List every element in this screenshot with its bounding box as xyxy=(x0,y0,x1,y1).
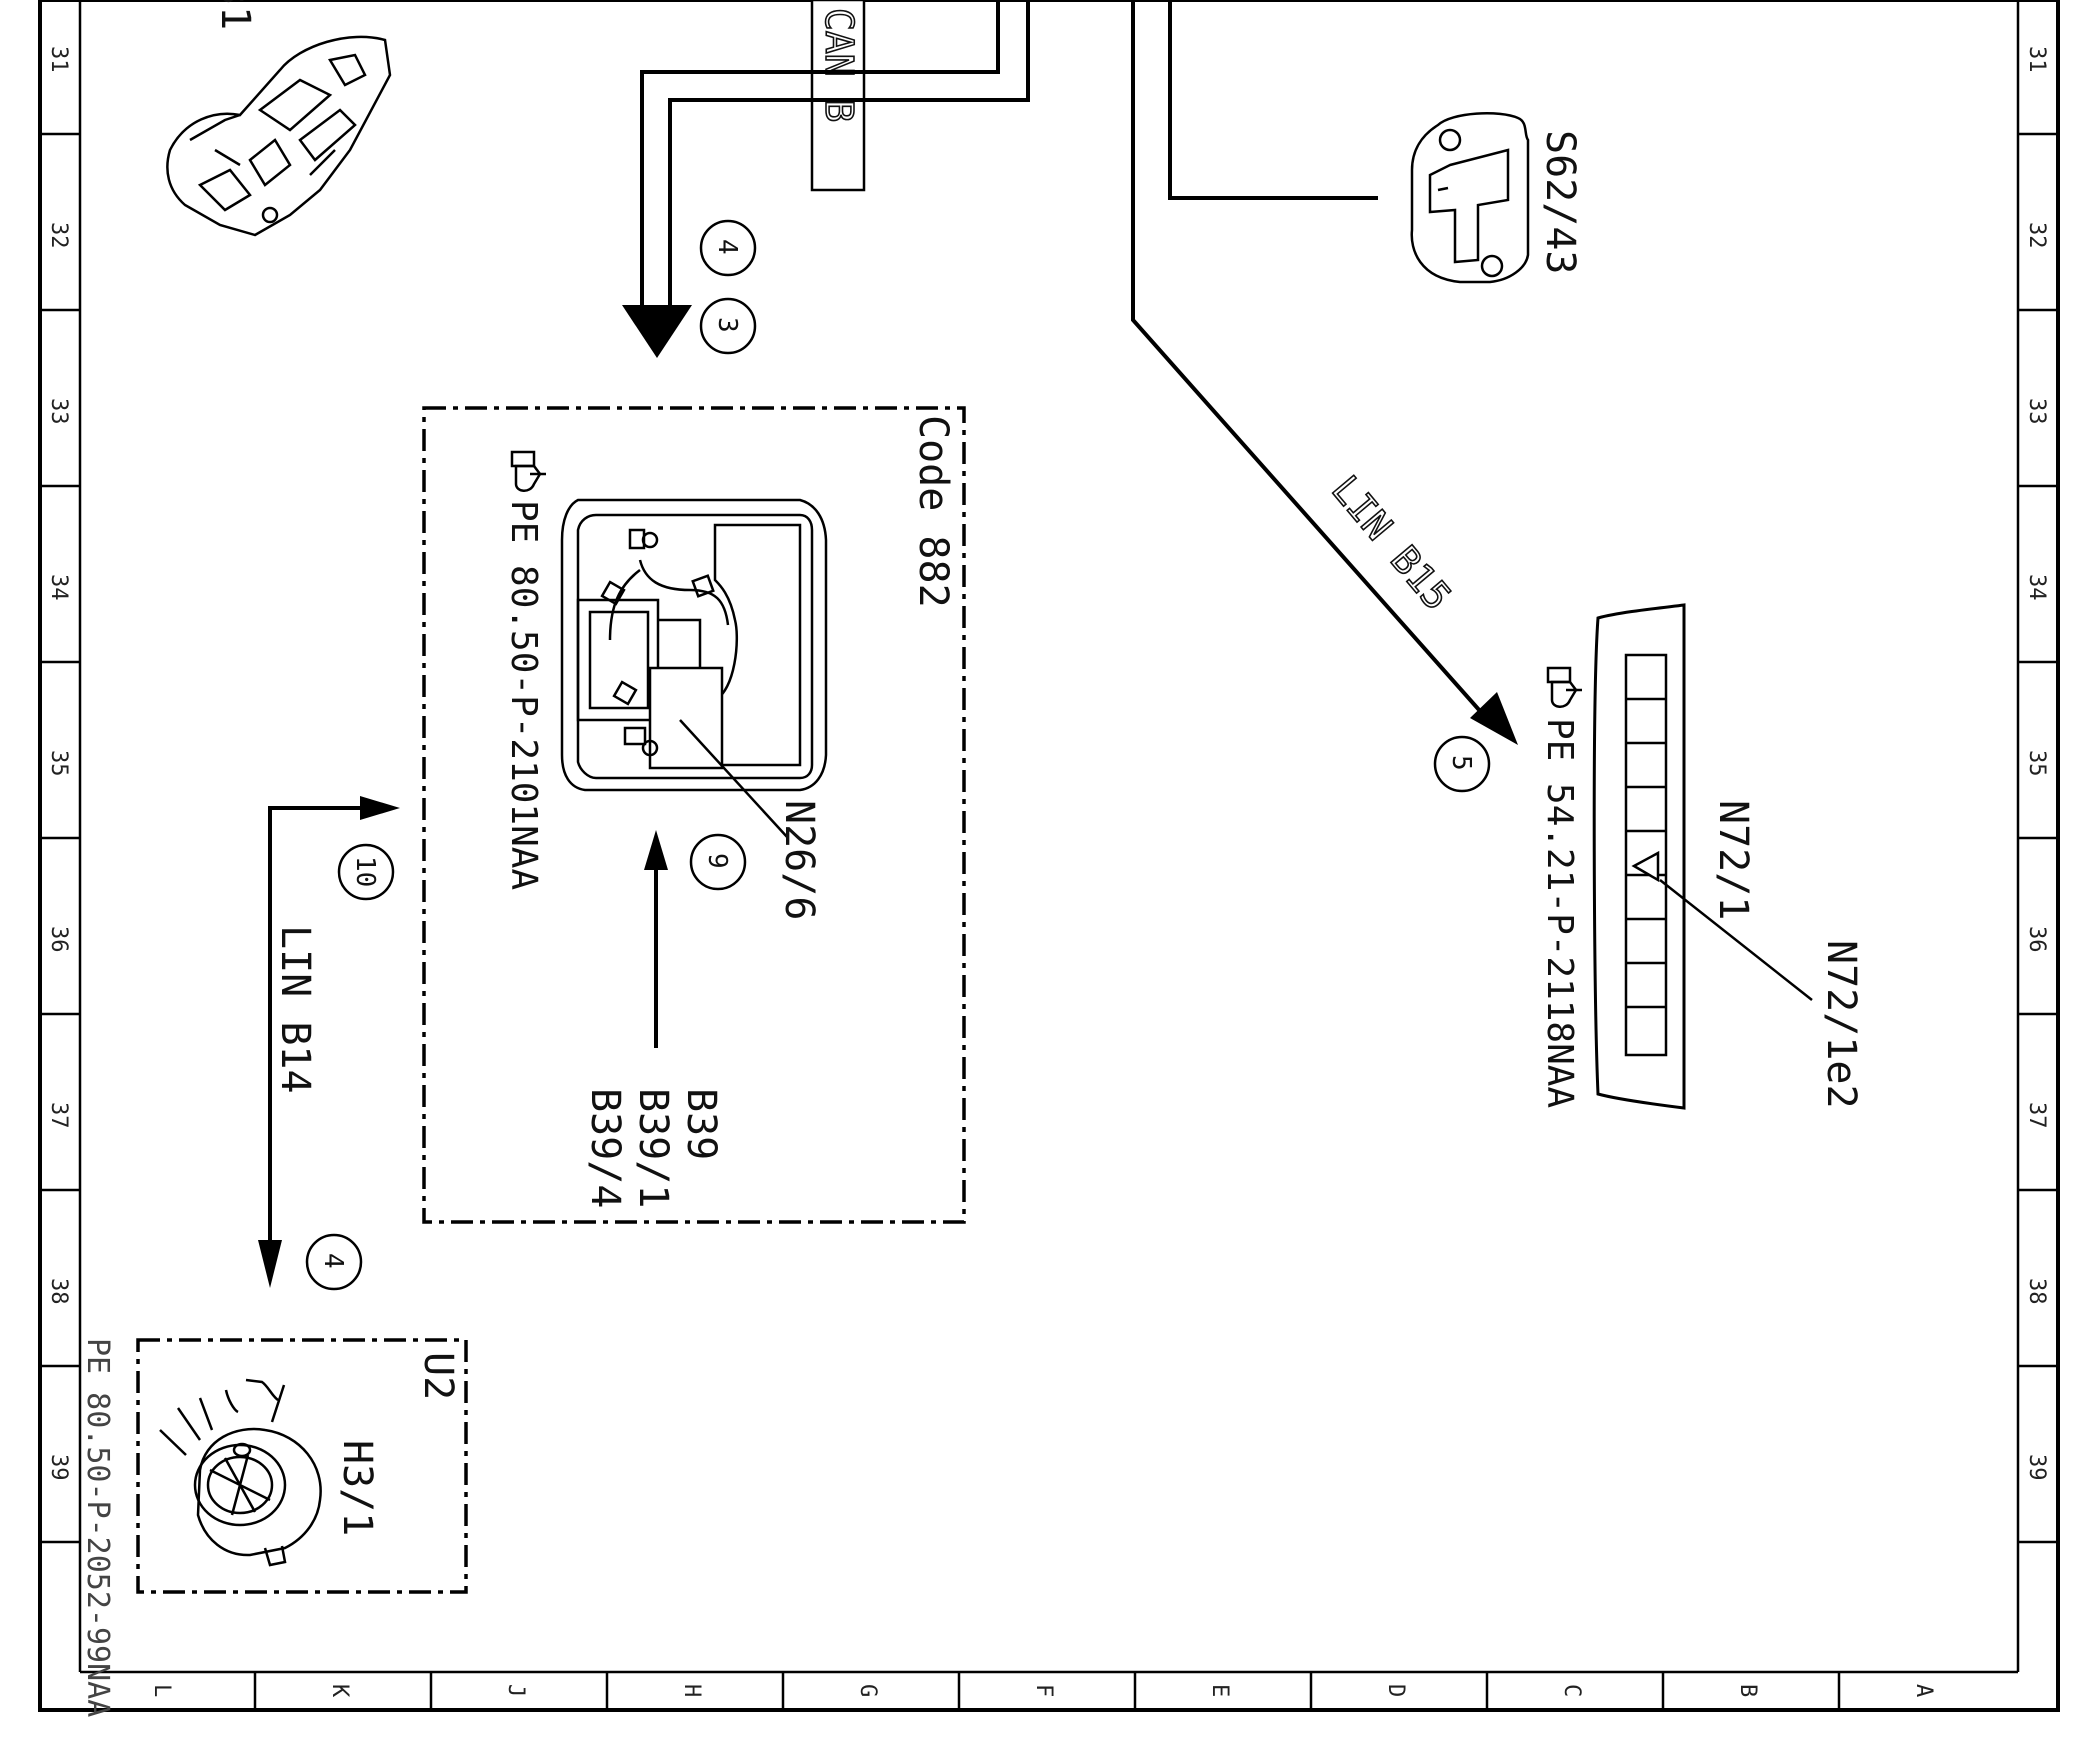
wire-to-s62-43 xyxy=(1168,0,1378,200)
component-label-b39-4: B39/4 xyxy=(582,1088,628,1208)
hazard-warning-icon xyxy=(1631,850,1660,883)
lin-b14-arrow-down xyxy=(258,1240,282,1288)
component-label-n26-6: N26/6 xyxy=(776,800,822,920)
row-labels-left: 31 32 33 34 35 36 37 38 39 xyxy=(46,46,71,1481)
connection-marker-5: 5 xyxy=(1433,735,1491,793)
column-label: F xyxy=(1031,1684,1056,1697)
column-label: J xyxy=(503,1684,528,1697)
connection-marker-10: 10 xyxy=(337,843,395,901)
lin-b14-arrow-right xyxy=(360,796,400,820)
n72-1-switch-panel xyxy=(1592,603,1686,1110)
can-wire-outer xyxy=(640,0,1000,310)
svg-text:9: 9 xyxy=(702,853,732,869)
overhead-control-panel-icon xyxy=(560,498,828,839)
svg-text:4: 4 xyxy=(712,239,742,255)
row-label: 35 xyxy=(46,750,71,777)
column-label: E xyxy=(1207,1684,1232,1697)
connection-marker-9: 9 xyxy=(689,833,747,891)
row-label: 33 xyxy=(46,398,71,425)
lin-b15-label: LIN B15 xyxy=(1323,468,1460,619)
component-label-s62-43: S62/43 xyxy=(1537,130,1583,275)
column-label: D xyxy=(1383,1684,1408,1697)
column-label: H xyxy=(679,1684,704,1697)
component-label-s1: s1 xyxy=(212,0,258,30)
can-b-text: CAN B xyxy=(817,8,861,122)
u2-boundary xyxy=(136,1338,468,1594)
connection-marker-4-bottom: 4 xyxy=(305,1233,363,1291)
row-label: 34 xyxy=(46,574,71,601)
column-label: L xyxy=(149,1684,174,1697)
column-label: K xyxy=(327,1684,352,1698)
column-labels: L K J H G F E D C B A xyxy=(149,1684,1936,1698)
column-label: A xyxy=(1911,1684,1936,1697)
lin-b15-arrow-head xyxy=(1470,692,1518,745)
leader-n72-1e2 xyxy=(1659,879,1813,1001)
row-label: 38 xyxy=(46,1278,71,1305)
lin-b14-wire xyxy=(268,806,365,1250)
code-882-label: Code 882 xyxy=(910,415,956,608)
can-b-label: CAN B xyxy=(810,0,866,192)
component-label-n72-1e2: N72/1e2 xyxy=(1818,940,1864,1109)
svg-text:3: 3 xyxy=(712,317,742,333)
svg-text:4: 4 xyxy=(318,1253,348,1269)
connection-marker-4-top: 4 xyxy=(699,219,757,277)
row-labels-right: 31 32 33 34 35 36 37 38 39 xyxy=(2024,46,2049,1481)
row-label: 39 xyxy=(46,1454,71,1481)
connection-marker-3: 3 xyxy=(699,297,757,355)
buzzer-icon xyxy=(159,1378,322,1567)
row-label: 32 xyxy=(46,222,71,249)
document-ref-switch: PE 54.21-P-2118NAA xyxy=(1539,718,1580,1108)
svg-text:5: 5 xyxy=(1446,755,1476,771)
row-label: 31 xyxy=(46,46,71,73)
can-wire-inner xyxy=(668,0,1030,310)
row-label: 37 xyxy=(46,1102,71,1129)
document-ref-overhead: PE 80.50-P-2101NAA xyxy=(503,500,544,890)
svg-text:10: 10 xyxy=(350,856,380,887)
pointing-hand-icon xyxy=(1546,666,1582,708)
row-label: 31 xyxy=(2024,46,2049,73)
row-label: 36 xyxy=(46,926,71,953)
sensor-arrow-head xyxy=(644,830,668,870)
can-arrow-head xyxy=(622,305,692,358)
component-label-b39: B39 xyxy=(678,1088,724,1160)
row-label: 37 xyxy=(2024,1102,2049,1129)
row-label: 35 xyxy=(2024,750,2049,777)
column-label: C xyxy=(1559,1684,1584,1697)
lin-b14-label: LIN B14 xyxy=(272,925,318,1094)
row-label: 36 xyxy=(2024,926,2049,953)
column-label: B xyxy=(1735,1684,1760,1697)
component-label-h3-1: H3/1 xyxy=(334,1440,380,1536)
row-label: 34 xyxy=(2024,574,2049,601)
drawing-frame xyxy=(38,0,2060,1712)
row-label: 33 xyxy=(2024,398,2049,425)
code-882-boundary xyxy=(422,406,966,1224)
row-label: 39 xyxy=(2024,1454,2049,1481)
diagram-reference: PE 80.50-P-2052-99NAA xyxy=(80,1338,115,1717)
component-label-u2: U2 xyxy=(415,1352,461,1400)
row-label: 38 xyxy=(2024,1278,2049,1305)
component-label-b39-1: B39/1 xyxy=(630,1088,676,1208)
steering-column-switch-icon xyxy=(166,35,392,237)
column-label: G xyxy=(855,1684,880,1697)
s62-43-switch-icon xyxy=(1410,112,1530,284)
pointing-hand-icon xyxy=(510,450,546,492)
row-label: 32 xyxy=(2024,222,2049,249)
lin-b15-wire xyxy=(1131,0,1490,722)
component-label-n72-1: N72/1 xyxy=(1710,800,1756,920)
